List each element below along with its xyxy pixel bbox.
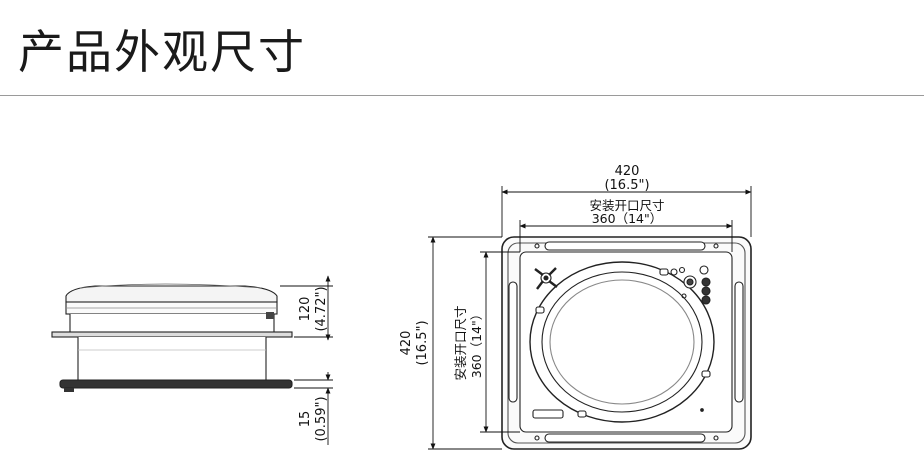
flange-dim-mm: 15: [298, 411, 313, 428]
side-view-flange: [51, 331, 293, 338]
label-plate: [532, 409, 564, 419]
side-view-housing: [77, 337, 267, 381]
top-view: [501, 236, 752, 450]
opening-height-value: 360（14"）: [469, 308, 484, 379]
outer-width-inch: (16.5"): [604, 178, 649, 193]
page-title: 产品外观尺寸: [18, 25, 306, 79]
side-view-dome: [65, 285, 278, 303]
flange-dim-inch: (0.59"): [314, 396, 329, 441]
control-panel-icons: [670, 265, 711, 305]
side-view-dimensions: [280, 275, 333, 445]
crank-knob-icon: [534, 267, 558, 290]
right-vent-slot: [734, 281, 744, 403]
height-dim-mm: 120: [298, 297, 313, 322]
top-view-dimensions: [428, 186, 752, 450]
outer-width-mm: 420: [615, 164, 640, 179]
opening-height-label: 安装开口尺寸: [453, 305, 468, 380]
top-view-dome-ring: [529, 261, 715, 423]
bottom-vent-slot: [544, 433, 706, 443]
side-view-body: [69, 314, 275, 333]
opening-width-label: 安装开口尺寸: [589, 198, 664, 213]
left-vent-slot: [508, 281, 518, 403]
side-view-trim: [59, 379, 293, 389]
outer-height-mm: 420: [399, 331, 414, 356]
top-vent-slot: [544, 241, 706, 251]
outer-height-inch: (16.5"): [415, 320, 430, 365]
height-dim-inch: (4.72"): [314, 286, 329, 331]
title-divider: [0, 95, 924, 96]
top-view-inner-frame: [519, 251, 733, 433]
side-view: [51, 283, 293, 392]
opening-width-value: 360（14"）: [592, 211, 663, 226]
